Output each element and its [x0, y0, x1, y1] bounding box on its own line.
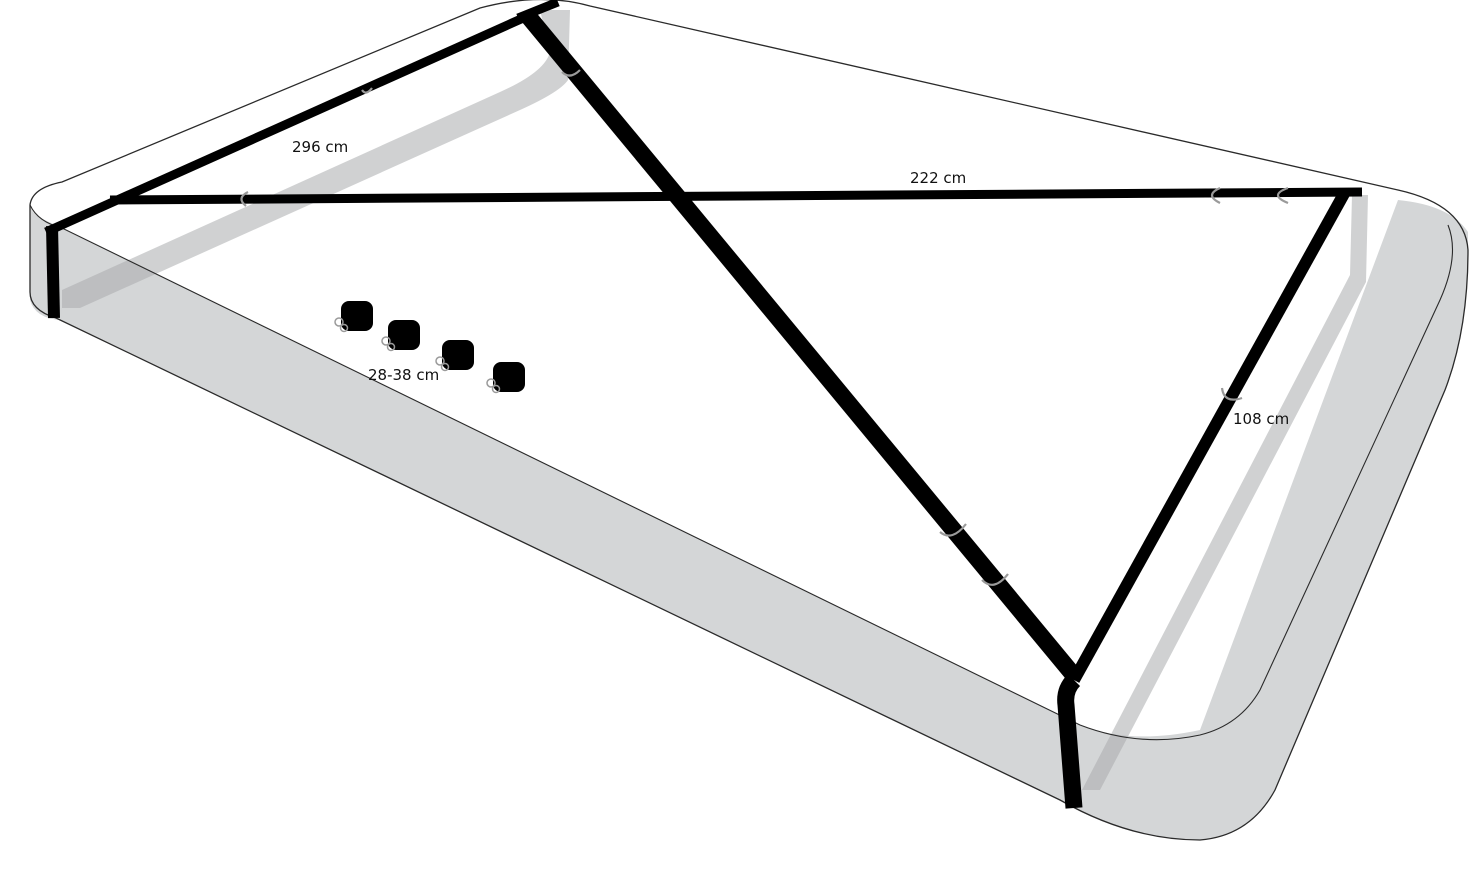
straps — [44, 0, 1363, 809]
cuff — [435, 340, 474, 372]
cross-strap-length-label: 222 cm — [910, 169, 966, 187]
front-corner-strap — [1057, 673, 1083, 809]
ring-icon — [240, 191, 249, 207]
ring-icon — [1210, 186, 1221, 204]
ring-icon — [981, 573, 1009, 586]
cuff — [381, 320, 420, 352]
mattress-back-side — [62, 10, 570, 308]
ring-icon — [1276, 186, 1289, 205]
ring-icon — [1220, 387, 1243, 401]
rings — [240, 69, 1289, 586]
diagonal-strap — [521, 10, 1083, 684]
cuff — [486, 362, 525, 394]
cuffs — [334, 301, 525, 394]
ring-icon — [561, 69, 581, 77]
mattress-top-outline — [29, 0, 1469, 841]
left-long-strap-drop — [46, 225, 60, 319]
cuff — [334, 301, 373, 333]
short-strap-length-label: 108 cm — [1233, 410, 1289, 428]
cross-strap — [109, 187, 1363, 205]
dimension-labels: 296 cm 222 cm 108 cm 28-38 cm — [292, 138, 1289, 428]
ring-icon — [939, 523, 967, 537]
back-strap-top — [516, 0, 560, 23]
cuff-size-label: 28-38 cm — [368, 366, 439, 384]
ring-icon — [361, 87, 373, 94]
right-short-strap — [1068, 189, 1351, 683]
left-strap-length-label: 296 cm — [292, 138, 348, 156]
